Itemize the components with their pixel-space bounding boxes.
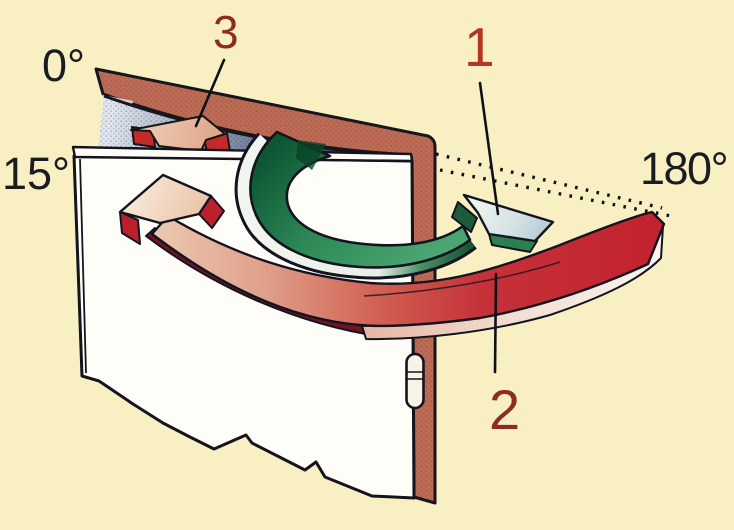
door-edge-line [79, 158, 87, 374]
arrow-1-head-left-face [451, 201, 478, 233]
marker-label-2: 2 [489, 378, 520, 441]
arrow-1-head-top [462, 193, 555, 243]
door-hinge-knuckle-lines [407, 371, 423, 380]
projection-dotted-lines [435, 152, 677, 219]
marker-label-1: 1 [464, 16, 495, 78]
arrow-2-band-crease [363, 261, 561, 297]
leader-line-2 [493, 272, 498, 374]
arrow-3-latch-arrow [130, 115, 231, 154]
leader-lines [194, 58, 500, 374]
arrow-3-top-face [130, 115, 226, 152]
dotted-line-lower [439, 168, 677, 219]
angle-label-15: 15° [2, 148, 70, 199]
marker-label-3: 3 [213, 6, 239, 58]
labels: 0° 15° 180° 3 1 2 [2, 6, 729, 441]
leader-line-1 [478, 81, 500, 216]
door-hinge [405, 352, 425, 410]
arrow-1-green-swing [234, 130, 555, 280]
arrow-1-curl-shadow [296, 140, 326, 170]
arrow-2-head-left-barb-face [119, 211, 141, 245]
arrow-1-band-top [249, 130, 472, 269]
leader-line-3 [194, 58, 226, 128]
angle-label-180: 180° [640, 143, 727, 194]
angle-label-0: 0° [42, 40, 85, 91]
arrow-2-head-top [118, 173, 213, 225]
arrow-2-red-swing [118, 173, 666, 341]
arrow-2-band-top [150, 210, 666, 328]
